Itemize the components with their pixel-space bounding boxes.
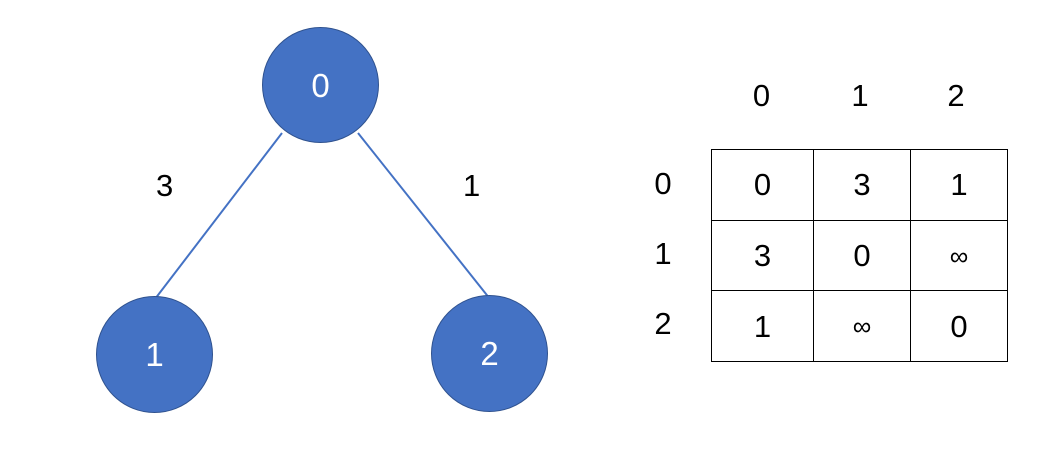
matrix-column-header-1: 1	[851, 78, 869, 113]
matrix-cell-1-2: ∞	[910, 219, 1008, 292]
matrix-row-header-0: 0	[654, 166, 672, 202]
adjacency-matrix-panel: 0 1 2 0 1 2 0 3 1 3 0 ∞ 1	[600, 0, 1044, 460]
graph-node-1-label: 1	[145, 336, 164, 373]
table-row: 0 3 1	[711, 149, 1008, 221]
graph-node-2[interactable]: 2	[431, 295, 548, 412]
table-row: 3 0 ∞	[711, 219, 1008, 292]
graph-node-2-label: 2	[480, 335, 499, 372]
matrix-column-header-0: 0	[752, 78, 771, 113]
matrix-cell-0-0: 0	[711, 149, 814, 221]
matrix-cell-1-0: 3	[711, 219, 814, 292]
matrix-column-header-row: 0 1 2	[711, 80, 1004, 111]
graph-edge-layer	[154, 132, 491, 300]
graph-edge-weight-0-2: 1	[463, 168, 481, 203]
graph-node-1[interactable]: 1	[96, 296, 213, 413]
graph-edge-0-2	[357, 132, 491, 300]
table-row: 1 ∞ 0	[711, 290, 1008, 363]
matrix-cell-2-1: ∞	[813, 290, 911, 363]
matrix-row-header-column: 0 1 2	[633, 149, 693, 358]
matrix-cell-1-1: 0	[813, 219, 911, 292]
graph-node-0-label: 0	[311, 66, 330, 104]
graph-panel: 0 1 2 3 1	[96, 27, 548, 413]
matrix-cell-2-0: 1	[711, 290, 814, 363]
matrix-cell-0-1: 3	[813, 149, 911, 221]
matrix-row-header-1: 1	[654, 235, 672, 271]
matrix-cell-2-2: 0	[910, 290, 1008, 363]
matrix-cell-0-2: 1	[910, 149, 1008, 221]
matrix-row-header-2: 2	[654, 305, 672, 341]
graph-edge-0-1	[154, 132, 283, 300]
adjacency-matrix-table: 0 3 1 3 0 ∞ 1 ∞ 0	[711, 149, 1008, 363]
matrix-column-header-2: 2	[947, 78, 965, 113]
graph-node-0[interactable]: 0	[262, 27, 379, 143]
graph-edge-weight-0-1: 3	[156, 168, 174, 203]
